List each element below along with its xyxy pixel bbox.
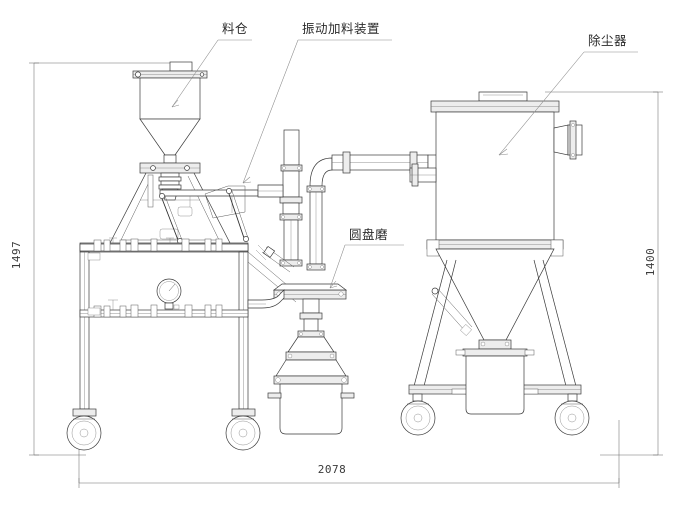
caster-left-rear: [225, 408, 261, 451]
collector-diagonal-strut: [431, 287, 473, 336]
vessel-clamp-lower: [273, 375, 349, 385]
dimension-left: [29, 62, 170, 456]
vessel-lower-cone: [275, 359, 347, 377]
mill-side-pipe: [247, 289, 285, 309]
hopper-outlet: [163, 154, 177, 164]
disc-mill-housing: [272, 283, 348, 338]
vessel-handle-left: [267, 392, 282, 399]
dimension-text-width-bottom: 2078: [318, 463, 347, 476]
leader-collector: [498, 51, 638, 156]
leader-feeder: [242, 39, 392, 184]
hopper-top-cap: [169, 61, 193, 72]
vessel-clamp-upper: [285, 351, 337, 361]
collector-handle: [478, 91, 528, 102]
vessel-handle-right: [340, 392, 355, 399]
caster-left-front: [66, 408, 102, 451]
dust-collector: [409, 91, 583, 350]
label-dust-collector: 除尘器: [588, 33, 627, 48]
label-hopper: 料仓: [222, 21, 248, 36]
spring-damper-right: [226, 188, 249, 242]
vessel-body: [279, 383, 343, 435]
vertical-feed-pipe: [257, 170, 303, 267]
leader-hopper: [171, 39, 252, 108]
hopper-support-bracket: [139, 162, 201, 174]
label-vibratory-feeder: 振动加料装置: [302, 21, 380, 36]
bin-top-flange: [462, 348, 528, 357]
caster-right-rear: [554, 393, 590, 436]
collector-discharge-bin: [455, 348, 535, 415]
dimension-text-height-left: 1497: [10, 241, 23, 270]
duct-flange-left: [342, 151, 351, 174]
angled-valve: [255, 244, 295, 273]
collector-outlet-nozzle: [553, 120, 583, 160]
upper-manifold: [79, 237, 249, 261]
collector-body: [435, 111, 555, 241]
pressure-gauge: [156, 278, 182, 310]
lower-manifold: [79, 299, 249, 318]
collector-inlet-nozzle: [409, 163, 437, 187]
hopper-clamp-right: [199, 72, 205, 77]
bin-body: [465, 355, 525, 415]
caster-right-front: [400, 393, 436, 436]
gauge-stem: [164, 302, 174, 310]
hopper-body: [139, 77, 201, 120]
dimension-right: [545, 91, 663, 456]
dimension-text-height-right: 1400: [644, 248, 657, 277]
material-hopper: [132, 61, 208, 164]
label-disc-mill: 圆盘磨: [349, 227, 388, 242]
leader-mill: [329, 244, 404, 289]
hopper-clamp-left: [135, 71, 141, 78]
vertical-guide-rod: [147, 174, 154, 208]
collection-vessel: [267, 336, 355, 435]
